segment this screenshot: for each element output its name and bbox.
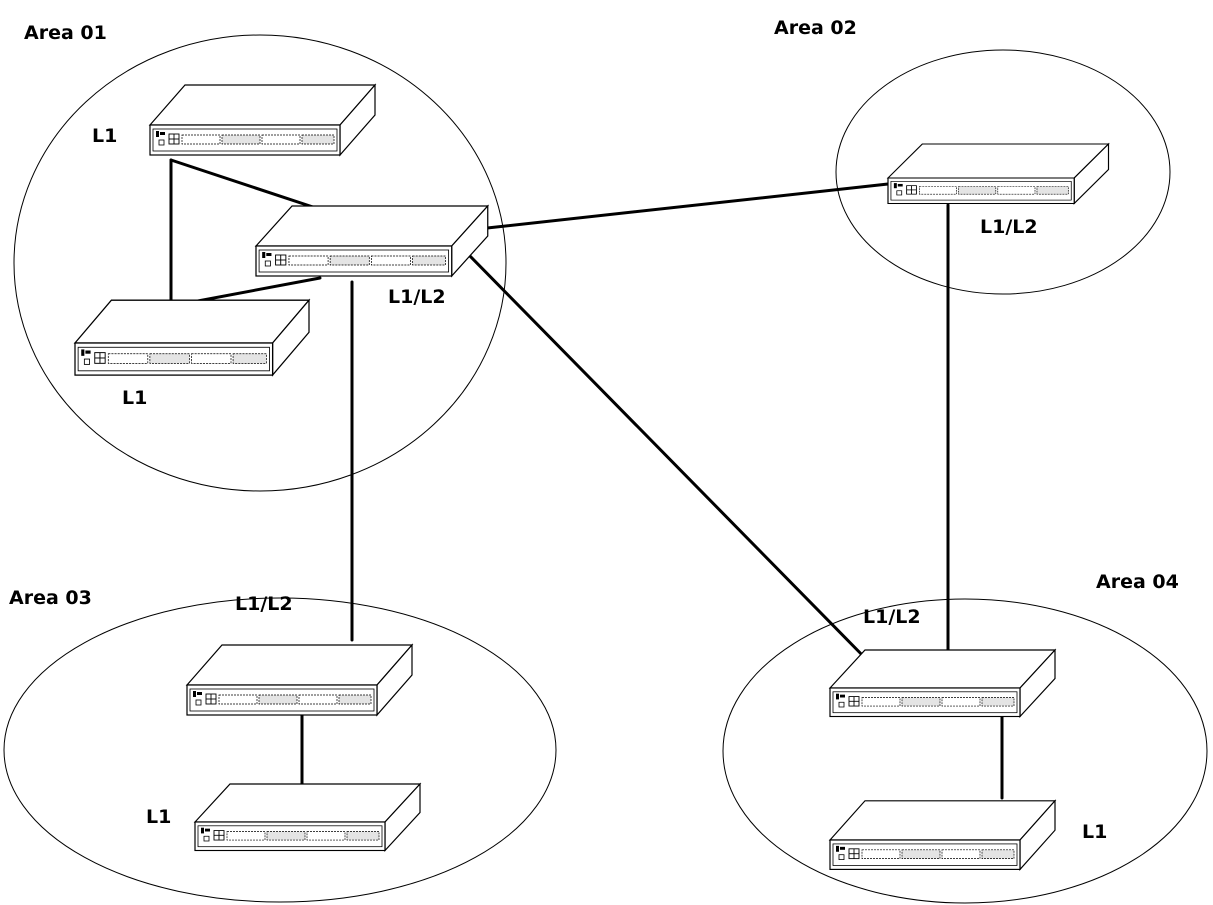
switch-a2-core-level: L1/L2 bbox=[980, 216, 1038, 238]
switch-a3-core-level: L1/L2 bbox=[235, 593, 293, 615]
switch-a3-bottom bbox=[194, 783, 421, 852]
switch-a1-top bbox=[149, 84, 376, 156]
switch-a1-bottom-level: L1 bbox=[122, 387, 147, 409]
area-03-boundary bbox=[3, 597, 557, 903]
switch-a1-bottom bbox=[74, 299, 310, 376]
switch-a4-bottom bbox=[829, 800, 1056, 871]
switch-a1-top-level: L1 bbox=[92, 125, 117, 147]
switch-a1-core bbox=[255, 205, 489, 277]
switch-a1-core-level: L1/L2 bbox=[388, 286, 446, 308]
area-04-boundary bbox=[722, 598, 1208, 904]
area-02-label: Area 02 bbox=[774, 17, 857, 39]
link-a1-core-a2-core bbox=[476, 182, 890, 231]
link-a1-top-a1-core bbox=[169, 158, 324, 212]
switch-a4-core bbox=[829, 649, 1056, 718]
area-01-label: Area 01 bbox=[24, 22, 107, 44]
area-01-boundary bbox=[13, 34, 507, 492]
area-04-label: Area 04 bbox=[1096, 571, 1179, 593]
switch-a4-bottom-level: L1 bbox=[1082, 821, 1107, 843]
area-02-boundary bbox=[835, 49, 1171, 295]
switch-a3-bottom-level: L1 bbox=[146, 806, 171, 828]
switch-a3-core bbox=[186, 644, 413, 716]
area-03-label: Area 03 bbox=[9, 587, 92, 609]
switch-a2-core bbox=[887, 143, 1110, 205]
switch-a4-core-level: L1/L2 bbox=[863, 606, 921, 628]
link-a1-core-a4-core bbox=[464, 250, 874, 667]
